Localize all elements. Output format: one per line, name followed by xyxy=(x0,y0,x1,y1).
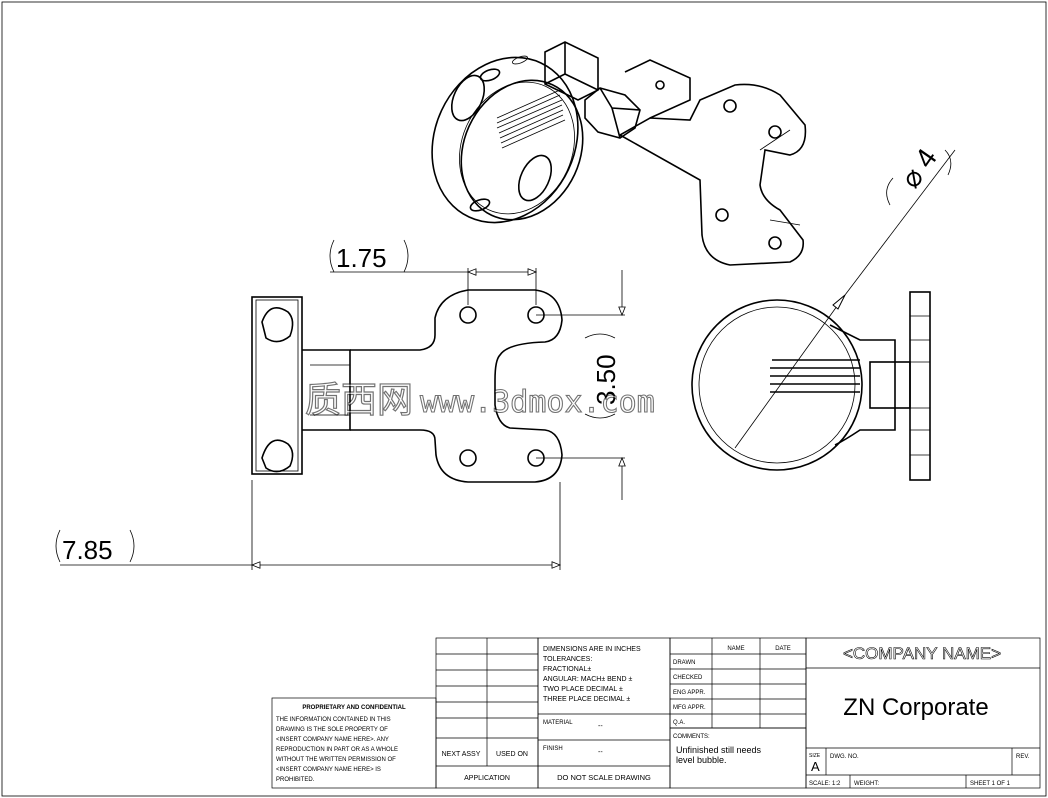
proprietary-line-6: <INSERT COMPANY NAME HERE> IS xyxy=(276,767,381,773)
dimension-3-50: 3.50 xyxy=(584,270,626,500)
proprietary-title: PROPRIETARY AND CONFIDENTIAL xyxy=(302,705,406,711)
next-assy-label: NEXT ASSY xyxy=(442,751,481,758)
watermark: 质西网 www.3dmox.com xyxy=(304,378,655,420)
dimension-7-85: 7.85 xyxy=(55,480,562,570)
scale-label: SCALE: 1:2 xyxy=(809,781,841,787)
proprietary-line-2: DRAWING IS THE SOLE PROPERTY OF xyxy=(276,727,388,733)
comments-label: COMMENTS: xyxy=(673,734,710,740)
size-value: A xyxy=(811,759,820,774)
tolerance-line-6: THREE PLACE DECIMAL ± xyxy=(543,696,630,703)
proprietary-line-5: WITHOUT THE WRITTEN PERMISSION OF xyxy=(276,757,396,763)
isometric-view xyxy=(431,41,807,266)
role-mfg-appr: MFG APPR. xyxy=(673,705,706,711)
do-not-scale-label: DO NOT SCALE DRAWING xyxy=(557,773,651,782)
finish-label: FINISH xyxy=(543,746,563,752)
dimension-3-50-label: 3.50 xyxy=(591,354,621,405)
comments-text-line-2: level bubble. xyxy=(676,755,727,765)
watermark-chinese: 质西网 xyxy=(305,379,413,420)
dimension-7-85-label: 7.85 xyxy=(62,535,113,565)
tolerance-line-5: TWO PLACE DECIMAL ± xyxy=(543,686,623,693)
role-eng-appr: ENG APPR. xyxy=(673,690,706,696)
material-label: MATERIAL xyxy=(543,720,573,726)
proprietary-line-7: PROHIBITED. xyxy=(276,777,315,783)
role-checked: CHECKED xyxy=(673,675,703,681)
tolerance-line-2: TOLERANCES: xyxy=(543,656,592,663)
dimension-1-75: 1.75 xyxy=(329,239,538,305)
proprietary-line-1: THE INFORMATION CONTAINED IN THIS xyxy=(276,717,391,723)
sheet-label: SHEET 1 OF 1 xyxy=(970,781,1011,787)
used-on-label: USED ON xyxy=(496,751,528,758)
date-header: DATE xyxy=(775,646,791,652)
side-view xyxy=(691,291,931,481)
role-drawn: DRAWN xyxy=(673,660,695,666)
company-name: ZN Corporate xyxy=(843,694,988,721)
tolerance-line-1: DIMENSIONS ARE IN INCHES xyxy=(543,646,641,653)
finish-value: -- xyxy=(598,749,603,756)
front-view xyxy=(251,289,625,483)
name-header: NAME xyxy=(727,646,744,652)
dimension-diameter-4: ⌀ 4 xyxy=(734,143,956,449)
weight-label: WEIGHT: xyxy=(854,781,879,787)
company-name-placeholder: <COMPANY NAME> xyxy=(843,644,1001,663)
material-value: -- xyxy=(598,723,603,730)
size-label: SIZE xyxy=(809,753,821,759)
tolerance-line-4: ANGULAR: MACH± BEND ± xyxy=(543,676,633,683)
dimension-1-75-label: 1.75 xyxy=(336,243,387,273)
proprietary-line-3: <INSERT COMPANY NAME HERE>. ANY xyxy=(276,737,389,743)
rev-label: REV. xyxy=(1016,754,1030,760)
title-block: PROPRIETARY AND CONFIDENTIAL THE INFORMA… xyxy=(271,637,1041,789)
comments-text-line-1: Unfinished still needs xyxy=(676,745,762,755)
role-qa: Q.A. xyxy=(673,720,685,726)
dwg-no-label: DWG. NO. xyxy=(830,754,859,760)
tolerance-line-3: FRACTIONAL± xyxy=(543,666,591,673)
proprietary-line-4: REPRODUCTION IN PART OR AS A WHOLE xyxy=(276,747,398,753)
watermark-url: www.3dmox.com xyxy=(420,385,655,420)
dimension-diameter-4-label: ⌀ 4 xyxy=(895,143,943,194)
application-label: APPLICATION xyxy=(464,775,510,782)
